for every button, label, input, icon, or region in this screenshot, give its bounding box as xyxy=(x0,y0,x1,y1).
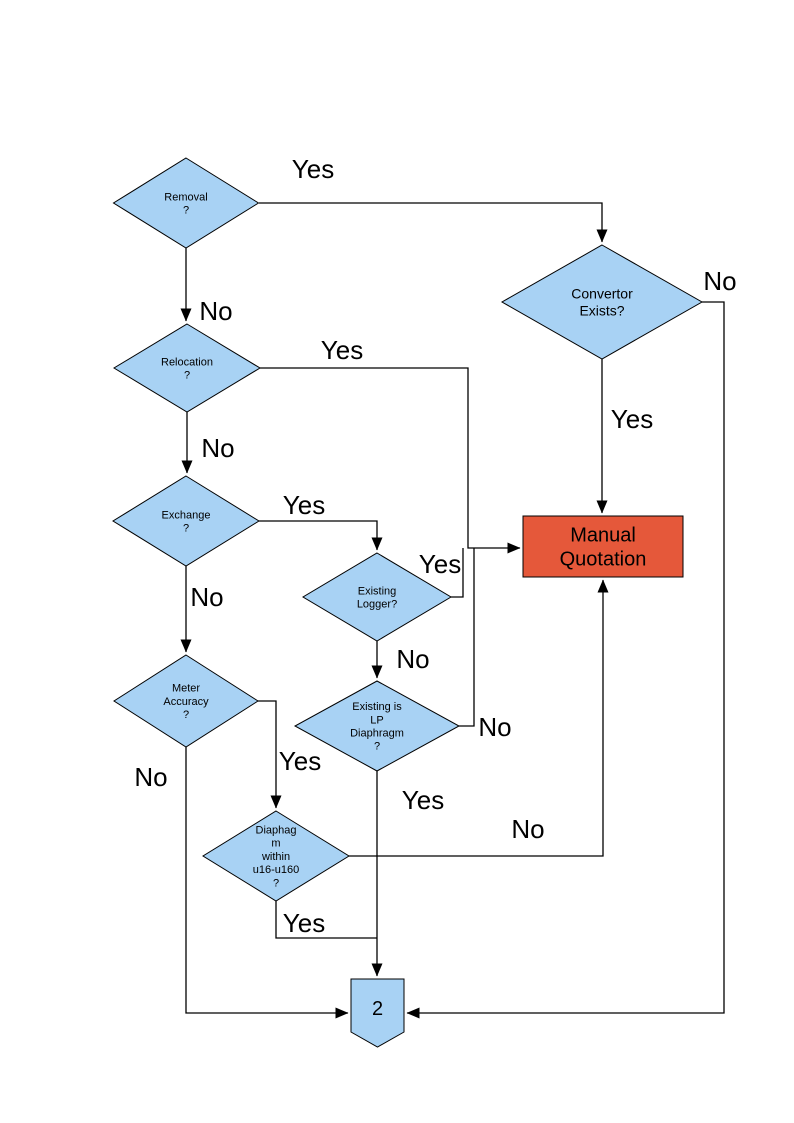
edge-existing-lp-no xyxy=(459,548,475,727)
label-meter-accuracy-no: No xyxy=(134,762,167,792)
node-exchange: Exchange? xyxy=(112,475,260,567)
edge-removal-yes xyxy=(259,202,608,243)
node-relocation: Relocation? xyxy=(113,323,261,413)
decision-shape xyxy=(112,157,260,249)
label-existing-logger-no: No xyxy=(396,644,429,674)
node-removal: Removal? xyxy=(112,157,260,249)
decision-shape xyxy=(302,552,452,642)
node-label: 2 xyxy=(372,998,383,1020)
edge-exchange-yes xyxy=(259,520,383,551)
node-label: Removal? xyxy=(164,191,207,216)
label-diaphragm-range-yes: Yes xyxy=(283,908,325,938)
edge-meter-accuracy-no xyxy=(185,747,349,1019)
label-relocation-no: No xyxy=(201,433,234,463)
edge-existing-logger-yes xyxy=(451,548,464,598)
label-meter-accuracy-yes: Yes xyxy=(279,746,321,776)
label-exchange-yes: Yes xyxy=(283,490,325,520)
edge-convertor-no xyxy=(406,301,725,1019)
decision-shape xyxy=(500,244,704,360)
node-label: Relocation? xyxy=(161,356,213,381)
label-removal-no: No xyxy=(199,296,232,326)
decision-shape xyxy=(112,475,260,567)
label-convertor-yes: Yes xyxy=(611,404,653,434)
edge-diaphragm-range-no xyxy=(349,579,609,857)
edge-diaphragm-range-yes xyxy=(275,901,377,939)
decision-shape xyxy=(113,323,261,413)
label-existing-logger-yes: Yes xyxy=(419,549,461,579)
label-diaphragm-range-no: No xyxy=(511,814,544,844)
label-relocation-yes: Yes xyxy=(321,335,363,365)
process-shape xyxy=(522,515,684,578)
edge-relocation-yes xyxy=(260,367,521,554)
label-existing-lp-yes: Yes xyxy=(402,785,444,815)
label-existing-lp-no: No xyxy=(478,712,511,742)
node-offpage-2: 2 xyxy=(350,978,405,1048)
decision-shape xyxy=(293,680,461,772)
label-exchange-no: No xyxy=(190,582,223,612)
label-removal-yes: Yes xyxy=(292,154,334,184)
decision-shape xyxy=(202,810,350,902)
decision-shape xyxy=(113,654,259,748)
offpage-connector-shape xyxy=(350,978,405,1048)
node-label: Exchange? xyxy=(162,509,211,534)
label-convertor-no: No xyxy=(703,266,736,296)
edge-meter-accuracy-yes xyxy=(258,700,282,809)
